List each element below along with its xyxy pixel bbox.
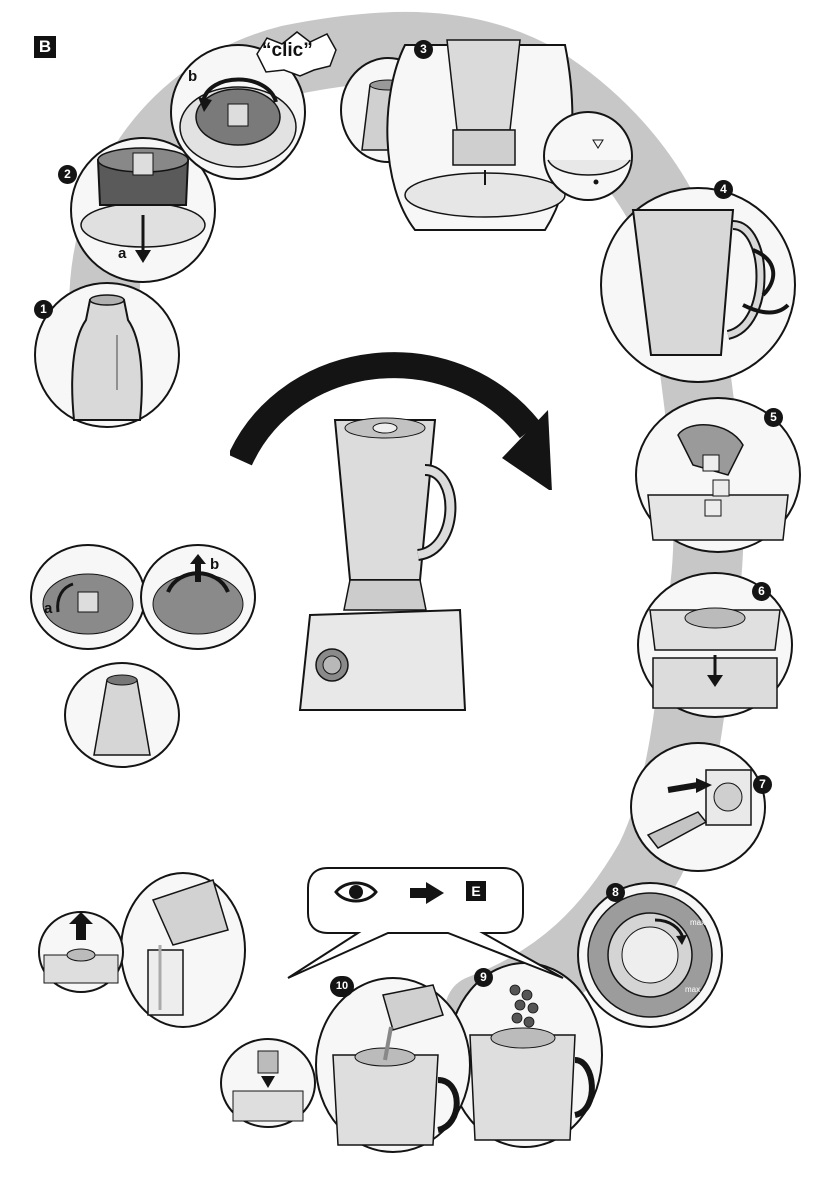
step-2-badge: 2: [58, 165, 77, 184]
step-6-panel: [635, 570, 795, 720]
disassembly-panel: [28, 542, 258, 652]
label-b: b: [188, 68, 197, 85]
step-7-badge: 7: [753, 775, 772, 794]
clic-label: “clic”: [262, 40, 313, 62]
label-a: a: [118, 245, 126, 262]
step-6-badge: 6: [752, 582, 771, 601]
section-letter-b: B: [34, 36, 56, 58]
label-a-disassembly: a: [44, 600, 52, 617]
lid-remove-inset: [36, 910, 126, 995]
dial-max-bottom: max: [685, 985, 700, 994]
eye-icon: [333, 877, 379, 907]
step-7-panel: [628, 740, 768, 875]
step-1-badge: 1: [34, 300, 53, 319]
dial-max-top: max: [690, 918, 705, 927]
disassembly-jug-inset: [62, 660, 182, 770]
step-3-badge: 3: [414, 40, 433, 59]
step-4-panel: [593, 185, 803, 385]
step-4-badge: 4: [714, 180, 733, 199]
label-b-disassembly: b: [210, 556, 219, 573]
pour-glass-panel: [118, 870, 248, 1030]
step-5-badge: 5: [764, 408, 783, 427]
step-10-panel: [313, 975, 473, 1155]
reference-e-icon: E: [466, 881, 486, 901]
step-1-panel: [32, 280, 182, 430]
legend-bubble: [278, 858, 588, 988]
step-8-badge: 8: [606, 883, 625, 902]
arrow-right-icon: [410, 882, 444, 904]
cap-insert-inset: [218, 1036, 318, 1131]
blender-illustration: [290, 410, 480, 730]
